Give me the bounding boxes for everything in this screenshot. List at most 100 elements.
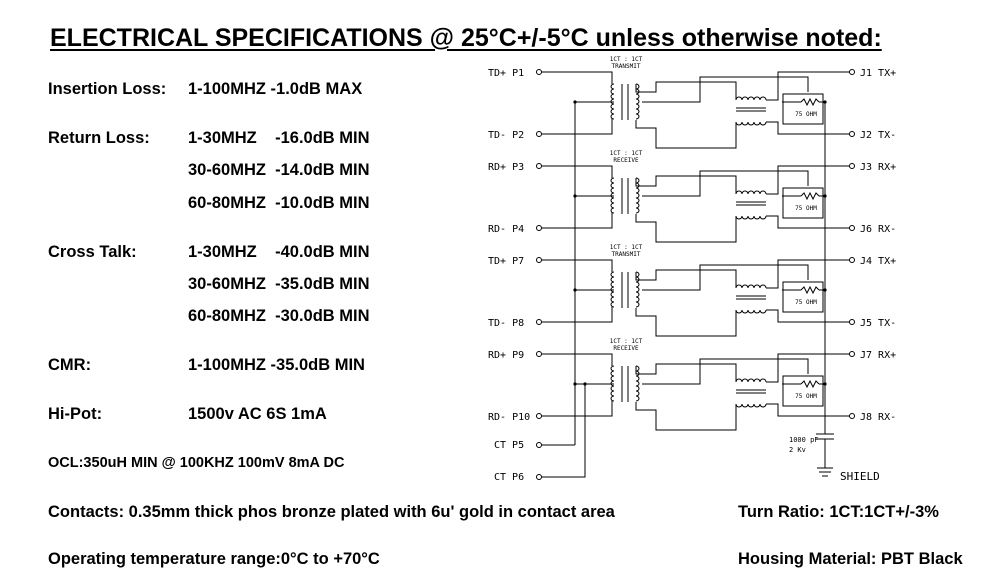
output-pin xyxy=(849,69,855,75)
transformer-winding xyxy=(635,177,640,214)
pin-label: RD- P10 xyxy=(488,412,530,423)
pin-label: J8 RX- xyxy=(860,412,896,423)
capacitor-label: 2 Kv xyxy=(789,446,806,454)
ratio-label: 1CT : 1CT xyxy=(610,338,643,345)
output-pin xyxy=(849,413,855,419)
return-loss-value-3: 60-80MHZ -10.0dB MIN xyxy=(188,194,370,212)
schematic-wire xyxy=(642,170,809,197)
output-pin xyxy=(849,163,855,169)
input-pin xyxy=(536,69,542,75)
resistor xyxy=(800,285,820,295)
transformer-type-label: TRANSMIT xyxy=(612,63,641,70)
cmr-value: 1-100MHZ -35.0dB MIN xyxy=(188,356,365,374)
ratio-label: 1CT : 1CT xyxy=(610,150,643,157)
schematic-wire xyxy=(766,71,850,101)
insertion-loss-value: 1-100MHZ -1.0dB MAX xyxy=(188,80,363,98)
pin-label: RD+ P9 xyxy=(488,350,524,361)
choke-winding xyxy=(735,215,767,220)
schematic-wire xyxy=(635,402,737,431)
pin-label: J2 TX- xyxy=(860,130,896,141)
choke-winding xyxy=(735,403,767,408)
pin-label: RD- P4 xyxy=(488,224,524,235)
schematic-wire xyxy=(542,165,613,178)
pin-label: TD+ P1 xyxy=(488,68,524,79)
temperature-spec: Operating temperature range:0°C to +70°C xyxy=(48,550,380,568)
schematic-wire xyxy=(635,214,737,243)
choke-winding xyxy=(735,309,767,314)
schematic-wire xyxy=(766,121,850,135)
ct-pin xyxy=(536,442,542,448)
pin-label: J5 TX- xyxy=(860,318,896,329)
cmr-label: CMR: xyxy=(48,356,92,374)
page-title: ELECTRICAL SPECIFICATIONS @ 25°C+/-5°C u… xyxy=(50,24,882,52)
schematic-wire xyxy=(635,81,737,100)
schematic-wire xyxy=(635,269,737,288)
resistor-box xyxy=(782,375,824,407)
transformer-winding xyxy=(635,271,640,308)
schematic-wire xyxy=(542,118,613,135)
pin-label: TD+ P7 xyxy=(488,256,524,267)
resistor-box xyxy=(782,93,824,125)
input-pin xyxy=(536,351,542,357)
schematic-wire xyxy=(542,384,586,478)
resistor xyxy=(800,191,820,201)
pin-label: J1 TX+ xyxy=(860,68,896,79)
schematic-wire xyxy=(635,363,737,382)
pin-label: TD- P8 xyxy=(488,318,524,329)
input-pin xyxy=(536,131,542,137)
ratio-label: 1CT : 1CT xyxy=(610,56,643,63)
output-pin xyxy=(849,225,855,231)
cross-talk-value-3: 60-80MHZ -30.0dB MIN xyxy=(188,307,370,325)
capacitor-label: 1000 pF xyxy=(789,436,819,444)
pin-label: CT P5 xyxy=(494,440,524,451)
input-pin xyxy=(536,225,542,231)
pin-label: RD+ P3 xyxy=(488,162,524,173)
schematic-wire xyxy=(635,120,737,149)
return-loss-value-1: 1-30MHZ -16.0dB MIN xyxy=(188,129,370,147)
choke-winding xyxy=(735,96,767,101)
junction-dot xyxy=(583,382,587,386)
choke-winding xyxy=(735,190,767,195)
return-loss-value-2: 30-60MHZ -14.0dB MIN xyxy=(188,161,370,179)
return-loss-label: Return Loss: xyxy=(48,129,150,147)
choke-winding xyxy=(735,121,767,126)
transformer-winding xyxy=(635,365,640,402)
ct-pin xyxy=(536,474,542,480)
pin-label: CT P6 xyxy=(494,472,524,483)
input-pin xyxy=(536,413,542,419)
resistor-box xyxy=(782,187,824,219)
schematic-wire xyxy=(766,165,850,195)
resistor-label: 75 OHM xyxy=(795,111,817,118)
input-pin xyxy=(536,319,542,325)
pin-label: TD- P2 xyxy=(488,130,524,141)
ratio-label: 1CT : 1CT xyxy=(610,244,643,251)
turn-ratio-spec: Turn Ratio: 1CT:1CT+/-3% xyxy=(738,503,939,521)
insertion-loss-label: Insertion Loss: xyxy=(48,80,167,98)
schematic-wire xyxy=(542,353,613,366)
resistor-box xyxy=(782,281,824,313)
hipot-label: Hi-Pot: xyxy=(48,405,103,423)
schematic-wire xyxy=(635,175,737,194)
pin-label: J6 RX- xyxy=(860,224,896,235)
resistor xyxy=(800,379,820,389)
choke-winding xyxy=(735,284,767,289)
cross-talk-label: Cross Talk: xyxy=(48,243,137,261)
schematic-wire xyxy=(766,403,850,417)
input-pin xyxy=(536,257,542,263)
schematic-wire xyxy=(542,306,613,323)
schematic-wire xyxy=(542,259,613,272)
pin-label: J4 TX+ xyxy=(860,256,896,267)
schematic-wire xyxy=(642,358,809,385)
schematic-wire xyxy=(635,308,737,337)
input-pin xyxy=(536,163,542,169)
schematic-wire xyxy=(642,76,809,103)
schematic-wire xyxy=(542,212,613,229)
contacts-spec: Contacts: 0.35mm thick phos bronze plate… xyxy=(48,503,615,521)
resistor xyxy=(800,97,820,107)
transformer-winding xyxy=(635,83,640,120)
cross-talk-value-2: 30-60MHZ -35.0dB MIN xyxy=(188,275,370,293)
choke-winding xyxy=(735,378,767,383)
schematic-wire xyxy=(642,264,809,291)
schematic-wire xyxy=(766,215,850,229)
